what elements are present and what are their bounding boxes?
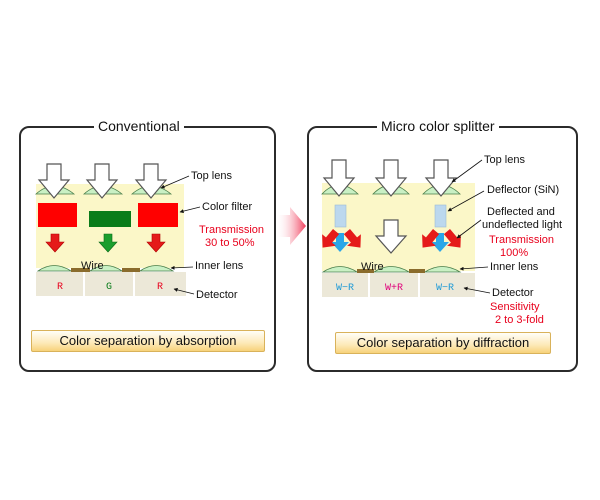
inner-lens	[36, 265, 73, 272]
wire	[357, 269, 374, 273]
blue-light-arrow	[431, 233, 449, 252]
inner-lens	[138, 265, 175, 272]
incident-light-arrow	[134, 163, 168, 199]
conventional-panel: Conventional	[19, 117, 276, 372]
incident-light-arrow	[374, 159, 408, 197]
detector-label: Detector	[492, 287, 534, 299]
red-deflected-arrow	[422, 229, 440, 248]
inner-lens-label: Inner lens	[490, 261, 539, 273]
inner-lens	[423, 266, 462, 273]
green-light-arrow	[98, 233, 118, 253]
undeflected-light-arrow	[374, 219, 408, 254]
deflector-label: Deflector (SiN)	[487, 184, 559, 196]
detector-row	[322, 273, 475, 297]
wire	[122, 268, 140, 272]
transmission-value: 30 to 50%	[205, 237, 255, 249]
transmission-label: Transmission	[489, 234, 554, 246]
deflected-light-label: Deflected and	[487, 206, 555, 218]
transmission-value: 100%	[500, 247, 528, 259]
incident-light-arrow	[37, 163, 71, 199]
pixel-label-w-plus-r: W+R	[385, 283, 403, 294]
top-lens-label: Top lens	[191, 170, 232, 182]
detector-row	[36, 272, 186, 296]
red-light-arrow	[45, 233, 65, 253]
incident-light-arrow	[322, 159, 356, 197]
red-deflected-arrow	[443, 229, 461, 248]
caption-diffraction: Color separation by diffraction	[335, 332, 551, 354]
transition-arrow-icon	[276, 207, 306, 245]
green-filter	[89, 211, 131, 227]
wire-label: Wire	[81, 260, 104, 272]
color-filter-label: Color filter	[202, 201, 252, 213]
inner-lens-label: Inner lens	[195, 260, 244, 272]
red-deflected-arrow	[322, 229, 340, 248]
sensitivity-value: 2 to 3-fold	[495, 314, 544, 326]
sensitivity-label: Sensitivity	[490, 301, 540, 313]
deflector	[434, 204, 447, 228]
conventional-title: Conventional	[94, 117, 184, 135]
micro-color-splitter-panel: Micro color splitter	[307, 117, 578, 372]
wire	[409, 269, 425, 273]
transmission-label: Transmission	[199, 224, 264, 236]
inner-lens	[321, 266, 359, 273]
inner-lens	[372, 266, 411, 273]
pixel-label-r: R	[157, 282, 163, 293]
top-lens-label: Top lens	[484, 154, 525, 166]
red-filter	[138, 203, 178, 227]
splitter-diagram: W−R W+R W−R Wire Top lens Deflector (SiN…	[321, 154, 562, 326]
red-deflected-arrow	[343, 229, 361, 248]
incident-light-arrow	[424, 159, 458, 197]
incident-light-arrow	[85, 163, 119, 199]
pixel-label-r: R	[57, 282, 63, 293]
inner-lens	[88, 265, 124, 272]
wire	[71, 268, 90, 272]
red-light-arrow	[146, 233, 166, 253]
undeflected-light-label: undeflected light	[482, 219, 562, 231]
caption-absorption: Color separation by absorption	[31, 330, 265, 352]
pixel-label-g: G	[106, 282, 112, 293]
pixel-label-w-minus-r: W−R	[336, 283, 354, 294]
detector-label: Detector	[196, 289, 238, 301]
deflector	[334, 204, 347, 228]
splitter-title: Micro color splitter	[377, 117, 499, 135]
red-filter	[38, 203, 77, 227]
blue-light-arrow	[331, 233, 349, 252]
conventional-diagram: R G R Wire Top lens Color filter Transmi…	[34, 163, 264, 301]
pixel-label-w-minus-r: W−R	[436, 283, 454, 294]
wire-label: Wire	[361, 261, 384, 273]
